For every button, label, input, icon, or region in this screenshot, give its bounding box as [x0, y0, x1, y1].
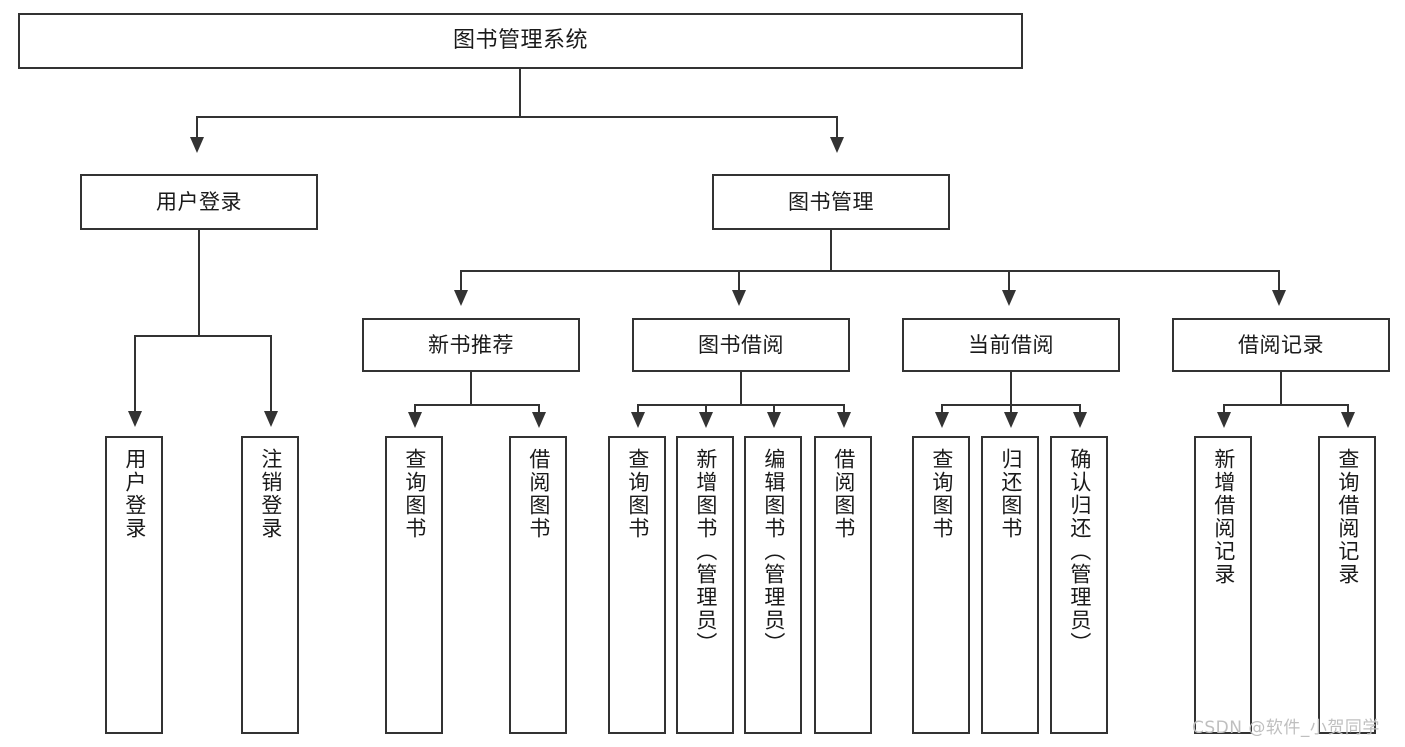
node-label: 新增借阅记录: [1211, 448, 1236, 586]
arrow-to-leaf-return-book: [1004, 412, 1018, 428]
leaf-node-borrow-book-recommend[interactable]: 借阅图书: [509, 436, 567, 734]
node-label: 图书管理: [788, 189, 874, 214]
connector-current-borrow-drop-3: [1079, 404, 1081, 414]
connector-borrow-record-drop-2: [1347, 404, 1349, 414]
node-book-management[interactable]: 图书管理: [712, 174, 950, 230]
connector-borrow-record-bus: [1223, 404, 1349, 406]
leaf-node-user-login[interactable]: 用户登录: [105, 436, 163, 734]
leaf-node-confirm-return[interactable]: 确认归还（管理员）: [1050, 436, 1108, 734]
connector-level2-drop-2: [738, 270, 740, 292]
node-label: 图书管理系统: [452, 28, 588, 54]
connector-user-login-bus: [134, 335, 272, 337]
arrow-to-leaf-borrow-book-2: [837, 412, 851, 428]
node-current-borrow[interactable]: 当前借阅: [902, 318, 1120, 372]
node-label: 借阅图书: [831, 448, 856, 540]
node-label: 确认归还（管理员）: [1067, 448, 1092, 655]
connector-user-login-drop-2: [270, 335, 272, 413]
connector-root-drop-left: [196, 116, 198, 139]
connector-level2-bus: [460, 270, 1280, 272]
arrow-to-leaf-add-book: [699, 412, 713, 428]
csdn-watermark: CSDN @软件_小贺同学: [1192, 718, 1380, 738]
leaf-node-query-borrow-record[interactable]: 查询借阅记录: [1318, 436, 1376, 734]
arrow-to-leaf-logout: [264, 411, 278, 427]
arrow-to-user-login: [190, 137, 204, 153]
node-label: 查询图书: [402, 448, 427, 540]
arrow-to-leaf-confirm-return: [1073, 412, 1087, 428]
connector-book-borrow-stem: [740, 372, 742, 405]
connector-root-bus: [196, 116, 838, 118]
node-label: 借阅图书: [526, 448, 551, 540]
connector-level2-drop-4: [1278, 270, 1280, 292]
connector-new-book-recommend-drop-2: [538, 404, 540, 414]
leaf-node-add-book[interactable]: 新增图书（管理员）: [676, 436, 734, 734]
arrow-to-leaf-query-book-3: [935, 412, 949, 428]
connector-book-borrow-drop-3: [773, 404, 775, 414]
arrow-to-current-borrow: [1002, 290, 1016, 306]
connector-user-login-stem: [198, 230, 200, 336]
leaf-node-logout[interactable]: 注销登录: [241, 436, 299, 734]
leaf-node-query-book-recommend[interactable]: 查询图书: [385, 436, 443, 734]
connector-level2-drop-3: [1008, 270, 1010, 292]
node-label: 注销登录: [258, 448, 283, 540]
node-label: 编辑图书（管理员）: [761, 448, 786, 655]
node-label: 借阅记录: [1238, 332, 1324, 357]
leaf-node-add-borrow-record[interactable]: 新增借阅记录: [1194, 436, 1252, 734]
arrow-to-leaf-query-book-1: [408, 412, 422, 428]
node-label: 查询图书: [929, 448, 954, 540]
node-book-borrow[interactable]: 图书借阅: [632, 318, 850, 372]
connector-book-management-stem: [830, 230, 832, 272]
arrow-to-leaf-borrow-book-1: [532, 412, 546, 428]
node-root-book-management-system[interactable]: 图书管理系统: [18, 13, 1023, 69]
node-label: 当前借阅: [968, 332, 1054, 357]
node-borrow-record[interactable]: 借阅记录: [1172, 318, 1390, 372]
connector-borrow-record-drop-1: [1223, 404, 1225, 414]
arrow-to-borrow-record: [1272, 290, 1286, 306]
connector-book-borrow-drop-2: [705, 404, 707, 414]
leaf-node-query-book-borrow[interactable]: 查询图书: [608, 436, 666, 734]
leaf-node-edit-book[interactable]: 编辑图书（管理员）: [744, 436, 802, 734]
node-label: 新增图书（管理员）: [693, 448, 718, 655]
connector-new-book-recommend-bus: [414, 404, 540, 406]
connector-user-login-drop-1: [134, 335, 136, 413]
connector-book-borrow-drop-4: [843, 404, 845, 414]
node-label: 新书推荐: [428, 332, 514, 357]
connector-new-book-recommend-drop-1: [414, 404, 416, 414]
node-label: 图书借阅: [698, 332, 784, 357]
connector-root-stem: [519, 69, 521, 117]
node-label: 用户登录: [122, 448, 147, 540]
leaf-node-borrow-book[interactable]: 借阅图书: [814, 436, 872, 734]
node-user-login[interactable]: 用户登录: [80, 174, 318, 230]
node-label: 用户登录: [156, 189, 242, 214]
connector-current-borrow-drop-1: [941, 404, 943, 414]
arrow-to-book-management: [830, 137, 844, 153]
arrow-to-leaf-add-borrow-record: [1217, 412, 1231, 428]
arrow-to-leaf-edit-book: [767, 412, 781, 428]
arrow-to-leaf-user-login: [128, 411, 142, 427]
arrow-to-book-borrow: [732, 290, 746, 306]
leaf-node-query-book-current[interactable]: 查询图书: [912, 436, 970, 734]
connector-current-borrow-drop-2: [1010, 404, 1012, 414]
arrow-to-leaf-query-book-2: [631, 412, 645, 428]
connector-book-borrow-bus: [637, 404, 845, 406]
node-label: 归还图书: [998, 448, 1023, 540]
arrow-to-leaf-query-borrow-record: [1341, 412, 1355, 428]
leaf-node-return-book[interactable]: 归还图书: [981, 436, 1039, 734]
arrow-to-new-book-recommend: [454, 290, 468, 306]
connector-new-book-recommend-stem: [470, 372, 472, 405]
connector-level2-drop-1: [460, 270, 462, 292]
node-label: 查询借阅记录: [1335, 448, 1360, 586]
connector-book-borrow-drop-1: [637, 404, 639, 414]
connector-root-drop-right: [836, 116, 838, 139]
node-label: 查询图书: [625, 448, 650, 540]
node-new-book-recommend[interactable]: 新书推荐: [362, 318, 580, 372]
connector-borrow-record-stem: [1280, 372, 1282, 405]
connector-current-borrow-stem: [1010, 372, 1012, 405]
